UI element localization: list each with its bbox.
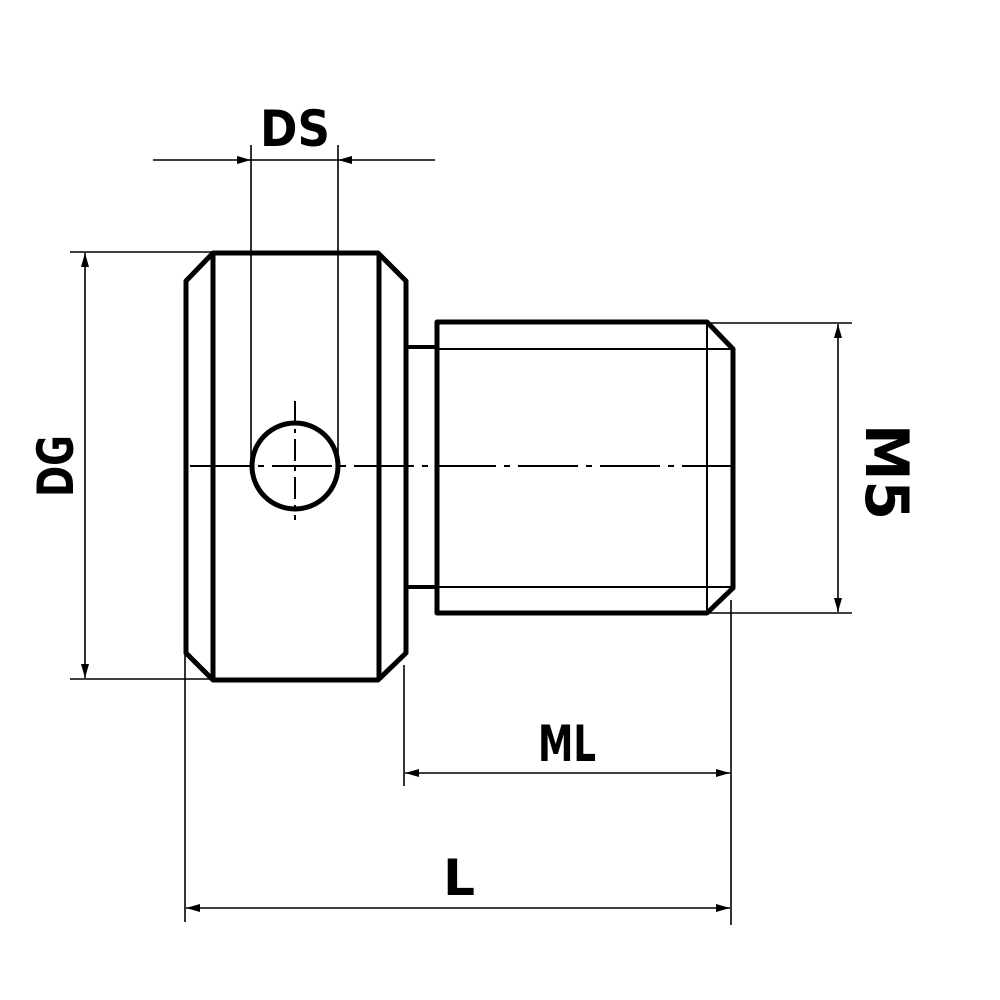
label-dg: DG — [27, 435, 85, 497]
thread-body — [434, 319, 736, 616]
cross-hole — [249, 401, 341, 520]
dimension-dg — [70, 251, 213, 680]
label-l: L — [443, 849, 475, 907]
label-ml: ML — [538, 715, 596, 773]
label-m5: M5 — [851, 424, 921, 520]
dimension-l — [184, 655, 730, 922]
dimension-ml — [403, 600, 732, 925]
label-ds: DS — [260, 100, 330, 158]
dimension-ds — [153, 145, 435, 466]
dimension-m5 — [707, 322, 852, 614]
neck — [406, 345, 437, 589]
